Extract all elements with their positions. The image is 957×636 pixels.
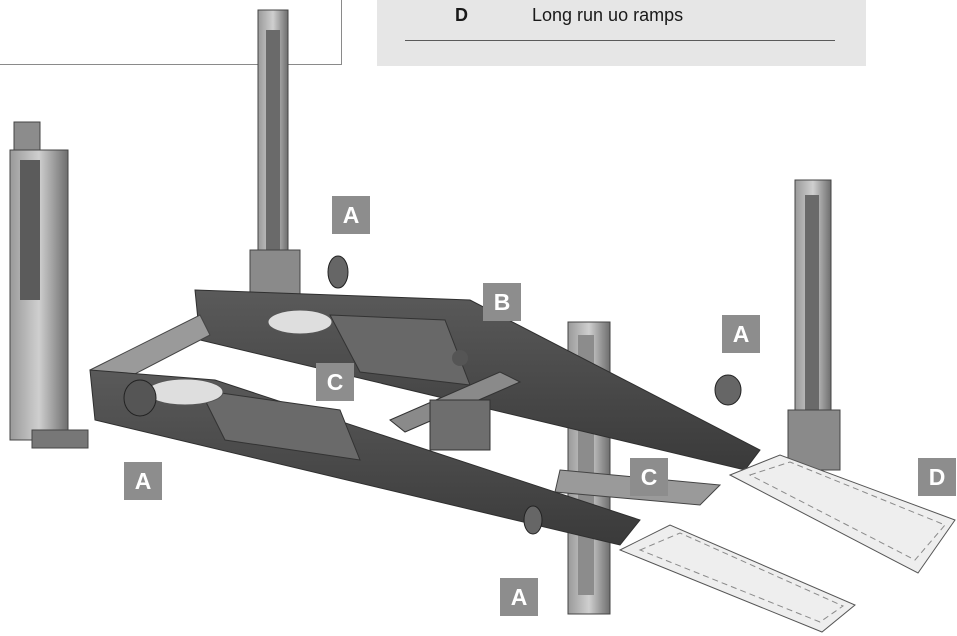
callout-b: B [483, 283, 521, 321]
callout-d: D [918, 458, 956, 496]
post-back-left [249, 9, 301, 306]
ramp-right [728, 454, 956, 574]
legend-panel: D Long run uo ramps [377, 0, 866, 66]
callout-a-top: A [332, 196, 370, 234]
ramp-left [618, 524, 856, 633]
callout-c-left: C [316, 363, 354, 401]
callout-c-right: C [630, 458, 668, 496]
legend-key: D [455, 5, 468, 25]
callout-a-bottom: A [500, 578, 538, 616]
callout-a-left: A [124, 462, 162, 500]
runway-front [89, 369, 641, 546]
runway-back [194, 289, 761, 471]
jack-beam [389, 350, 522, 451]
post-back-right [787, 179, 841, 471]
callout-a-right: A [722, 315, 760, 353]
post-power-left [9, 121, 89, 449]
legend-row: D Long run uo ramps [405, 0, 835, 41]
legend-description: Long run uo ramps [532, 5, 684, 25]
